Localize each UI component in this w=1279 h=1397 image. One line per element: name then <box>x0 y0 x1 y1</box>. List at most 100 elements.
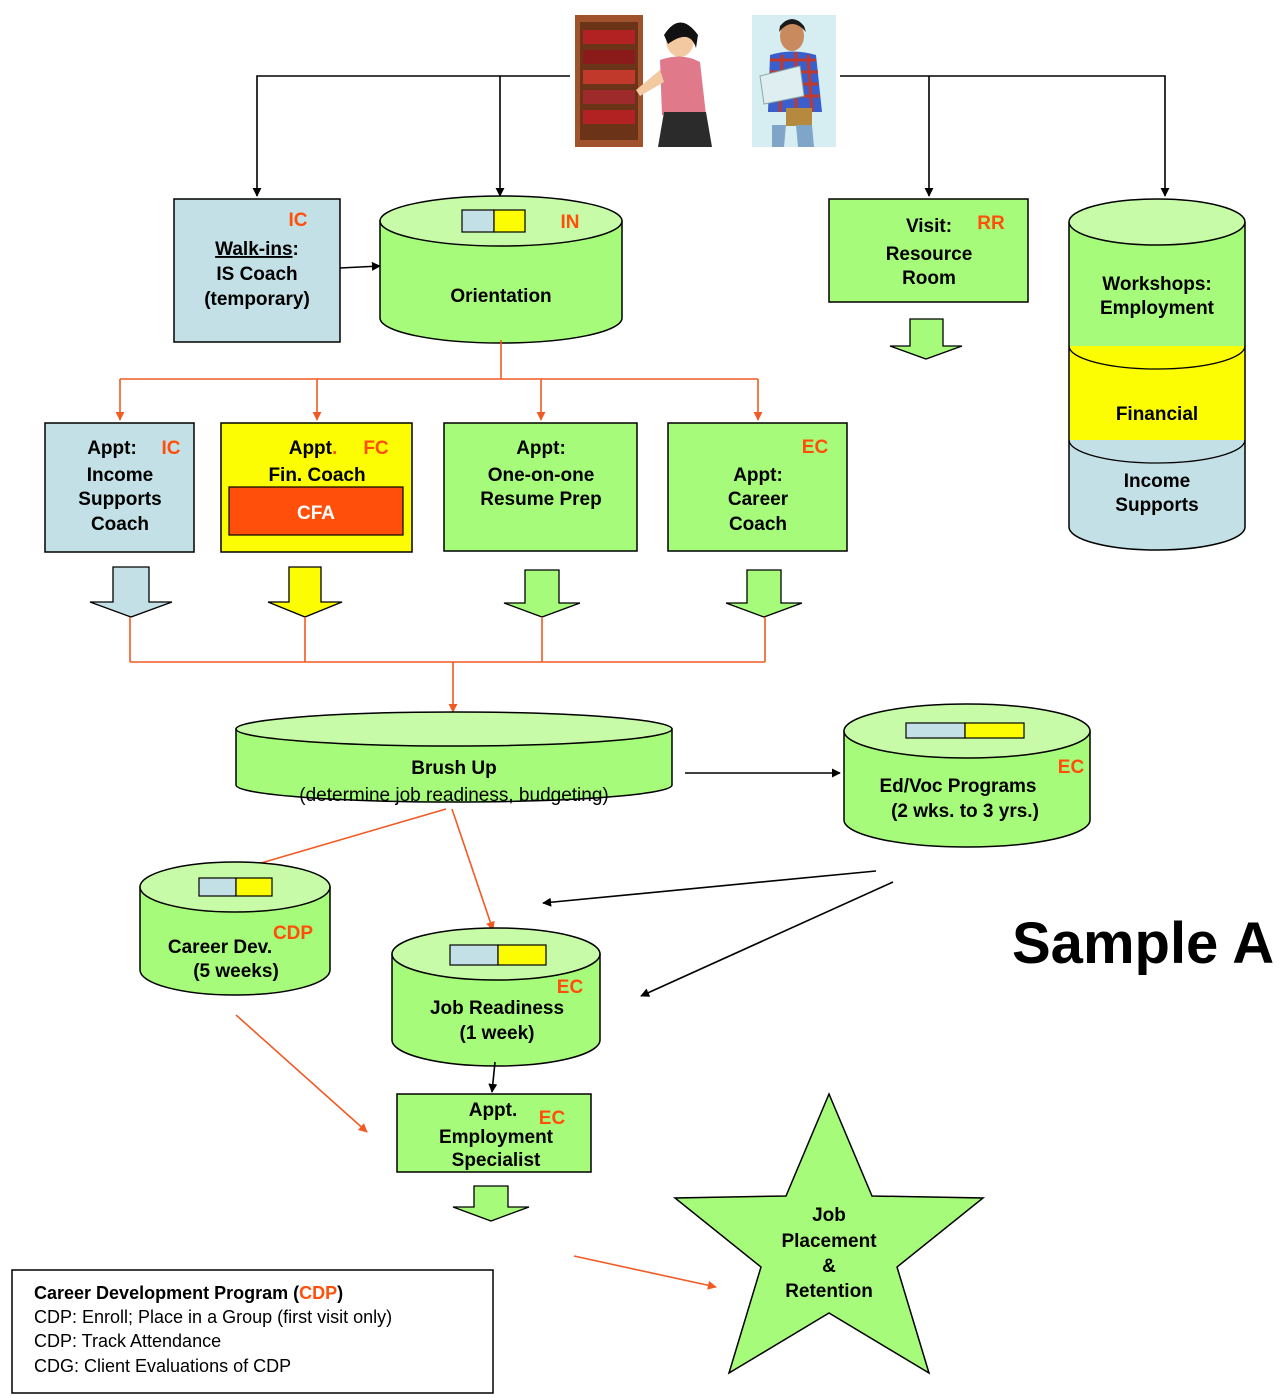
appt-ic-title: Appt: <box>87 438 137 459</box>
brush-up-sub: (determine job readiness, budgeting) <box>299 785 608 806</box>
legend-item-1: CDP: Enroll; Place in a Group (first vis… <box>34 1307 392 1327</box>
career-dev-code: CDP <box>273 923 313 944</box>
employment-line2: Employment <box>439 1127 554 1148</box>
appt-resume-down-arrow <box>503 569 581 618</box>
employment-code: EC <box>539 1108 566 1129</box>
resource-room-line3: Room <box>902 268 956 289</box>
job-placement-line2: Placement <box>781 1231 877 1252</box>
legend-item-3: CDG: Client Evaluations of CDP <box>34 1356 291 1376</box>
workshops-line1: Workshops: <box>1102 274 1211 295</box>
resource-room-down-arrow <box>889 318 963 360</box>
orientation-cylinder: IN Orientation <box>379 195 623 344</box>
job-readiness-line1: Job Readiness <box>430 998 564 1019</box>
edvoc-out-connectors <box>542 870 894 997</box>
appt-income-supports-box: Appt: IC Income Supports Coach <box>44 422 195 553</box>
job-readiness-badge-blue <box>449 944 499 966</box>
career-dev-line1: Career Dev. <box>168 937 272 958</box>
career-dev-badge-yellow <box>235 877 273 897</box>
resource-room-box: Visit: RR Resource Room <box>828 198 1029 303</box>
edvoc-code: EC <box>1058 757 1085 778</box>
appt-career-coach-box: EC Appt: Career Coach <box>667 422 848 552</box>
cfa-bar <box>228 486 404 536</box>
appt-ic-code: IC <box>162 438 181 459</box>
svg-text:Walk-ins:: Walk-ins: <box>215 239 299 260</box>
appt-ic-line4: Coach <box>91 514 149 535</box>
edvoc-line2: (2 wks. to 3 yrs.) <box>891 801 1039 822</box>
cdp-legend: Career Development Program (CDP) CDP: En… <box>11 1269 494 1394</box>
job-readiness-code: EC <box>557 977 584 998</box>
orientation-code: IN <box>561 212 580 233</box>
merge-connectors <box>129 617 766 713</box>
resource-room-line2: Resource <box>886 244 973 265</box>
appt-resume-line1: Appt: <box>516 438 566 459</box>
walkins-line2: IS Coach <box>216 264 297 285</box>
workshops-income1: Income <box>1124 471 1191 492</box>
appt-resume-line2: One-on-one <box>488 465 595 486</box>
brushup-out-connectors <box>236 808 495 931</box>
job-readiness-line2: (1 week) <box>460 1023 535 1044</box>
employment-specialist-box: Appt. EC Employment Specialist <box>396 1093 592 1173</box>
job-readiness-cylinder: EC Job Readiness (1 week) <box>391 927 601 1067</box>
appt-ec-code: EC <box>802 437 829 458</box>
legend-heading: Career Development Program ( <box>34 1283 299 1303</box>
appt-resume-line3: Resume Prep <box>480 489 601 510</box>
employment-line1: Appt. <box>469 1100 518 1121</box>
job-placement-line4: Retention <box>785 1281 873 1302</box>
job-placement-line1: Job <box>812 1205 846 1226</box>
appt-ec-line3: Coach <box>729 514 787 535</box>
workshops-financial: Financial <box>1116 404 1198 425</box>
job-readiness-badge-yellow <box>497 944 547 966</box>
career-dev-badge-blue <box>198 877 237 897</box>
job-placement-line3: & <box>822 1256 836 1277</box>
careerdev-to-employment-arrow <box>235 1014 368 1133</box>
employment-line3: Specialist <box>452 1150 541 1171</box>
appt-ic-line3: Supports <box>78 489 161 510</box>
svg-text:Career Development Program (CD: Career Development Program (CDP) <box>34 1283 343 1303</box>
appt-fc-line2: Fin. Coach <box>268 465 365 486</box>
readiness-to-employment-arrow <box>488 1061 498 1093</box>
appt-ec-down-arrow <box>725 569 803 618</box>
appt-fin-coach-box: Appt. FC Fin. Coach CFA <box>220 422 413 553</box>
workshops-line2: Employment <box>1100 298 1215 319</box>
appt-resume-box: Appt: One-on-one Resume Prep <box>443 422 638 552</box>
career-dev-line2: (5 weeks) <box>193 961 279 982</box>
to-job-placement-arrow <box>573 1255 717 1290</box>
woman-at-bookshelf-icon <box>575 15 715 147</box>
appt-ic-line2: Income <box>87 465 154 486</box>
edvoc-badge-blue <box>905 722 966 739</box>
legend-item-2: CDP: Track Attendance <box>34 1331 221 1351</box>
top-connectors <box>252 75 1170 271</box>
walkins-box: IC Walk-ins: IS Coach (temporary) <box>173 198 341 343</box>
walkins-code: IC <box>289 210 308 231</box>
workshops-income2: Supports <box>1115 495 1198 516</box>
page-title: Sample A <box>1012 911 1274 976</box>
job-placement-star: Job Placement & Retention <box>672 1092 986 1375</box>
cfa-label: CFA <box>297 503 335 524</box>
edvoc-badge-yellow <box>964 722 1025 739</box>
walkins-line1: Walk-ins <box>215 239 292 260</box>
man-reading-document-icon <box>752 15 836 147</box>
edvoc-line1: Ed/Voc Programs <box>880 776 1037 797</box>
appt-fc-code: FC <box>363 438 389 459</box>
svg-text:Appt.: Appt. <box>289 438 338 459</box>
employment-down-arrow <box>452 1185 530 1222</box>
edvoc-cylinder: EC Ed/Voc Programs (2 wks. to 3 yrs.) <box>843 703 1091 848</box>
legend-heading-code: CDP <box>299 1283 337 1303</box>
orientation-badge-blue <box>461 209 495 233</box>
brush-up-cylinder: Brush Up (determine job readiness, budge… <box>235 711 673 806</box>
orientation-badge-yellow <box>493 209 526 233</box>
appt-ec-line2: Career <box>728 489 789 510</box>
appt-fc-title: Appt <box>289 438 333 459</box>
appt-ec-line1: Appt: <box>733 465 783 486</box>
orientation-branch-connectors <box>115 340 763 421</box>
orientation-label: Orientation <box>450 286 551 307</box>
resource-room-line1: Visit: <box>906 216 952 237</box>
brush-up-label: Brush Up <box>411 758 497 779</box>
career-dev-cylinder: CDP Career Dev. (5 weeks) <box>139 861 331 996</box>
appt-fc-down-arrow <box>267 566 343 618</box>
appt-ic-down-arrow <box>89 566 173 618</box>
resource-room-code: RR <box>977 213 1005 234</box>
workshops-cylinder: Workshops: Employment Financial Income S… <box>1068 198 1246 551</box>
walkins-line3: (temporary) <box>204 289 310 310</box>
